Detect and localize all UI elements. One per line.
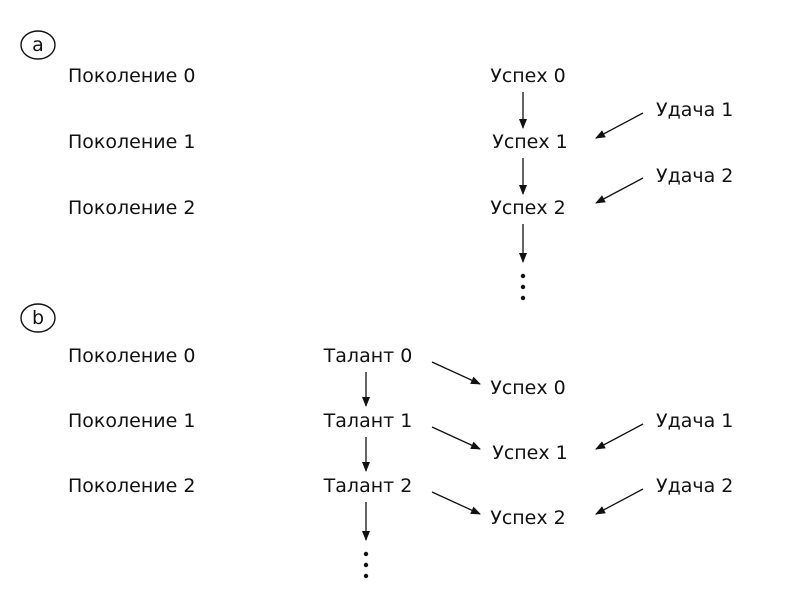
panel-a-success-2: Успех 2 <box>490 197 566 219</box>
panel-a-luck-1: Удача 1 <box>656 99 733 121</box>
panel-a-generation-1: Поколение 1 <box>68 131 195 153</box>
panel-a-success-1: Успех 1 <box>492 131 568 153</box>
panel-a-success-0: Успех 0 <box>490 65 566 87</box>
panel-b-talent-0: Талант 0 <box>323 345 413 367</box>
panel-b-generation-0: Поколение 0 <box>68 345 195 367</box>
panel-a-generation-0: Поколение 0 <box>68 65 195 87</box>
panel-a-letter: a <box>32 34 44 56</box>
panel-a-arrow-luck-2 <box>595 177 644 204</box>
panel-b-success-2: Успех 2 <box>490 507 566 529</box>
panel-a-badge <box>20 30 56 60</box>
panel-b-arrow-luck-1 <box>595 423 644 450</box>
panel-a-luck-2: Удача 2 <box>656 165 733 187</box>
panel-b-arrow-talent-success-2 <box>431 491 481 515</box>
panel-b-generation-1: Поколение 1 <box>68 410 195 432</box>
panel-a-ellipsis-icon <box>520 273 526 301</box>
panel-b-ellipsis-icon <box>363 551 369 579</box>
panel-b-success-0: Успех 0 <box>490 377 566 399</box>
panel-b: b Поколение 0 Поколение 1 Поколение 2 Та… <box>20 303 733 579</box>
panel-b-luck-1: Удача 1 <box>656 410 733 432</box>
panel-b-generation-2: Поколение 2 <box>68 475 195 497</box>
panel-b-arrow-talent-success-1 <box>431 426 481 450</box>
panel-a-generation-2: Поколение 2 <box>68 197 195 219</box>
panel-b-talent-2: Талант 2 <box>323 475 413 497</box>
panel-b-talent-1: Талант 1 <box>323 410 413 432</box>
panel-b-arrow-luck-2 <box>595 488 644 515</box>
panel-a: a Поколение 0 Поколение 1 Поколение 2 Ус… <box>20 30 733 301</box>
panel-a-arrow-luck-1 <box>595 112 644 139</box>
panel-b-badge <box>20 303 56 333</box>
panel-b-arrow-talent-success-0 <box>431 361 481 385</box>
panel-b-letter: b <box>32 307 44 329</box>
panel-b-success-1: Успех 1 <box>492 442 568 464</box>
panel-b-luck-2: Удача 2 <box>656 475 733 497</box>
